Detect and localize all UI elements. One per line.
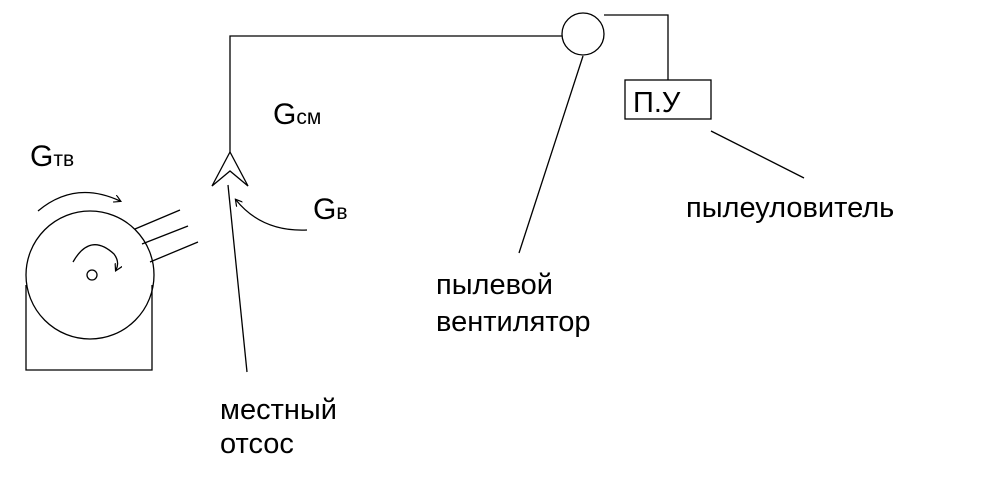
flow-label-g-v: Gв (313, 193, 348, 226)
exhaust-hood (211, 150, 249, 187)
wheel-rotation-arrow (72, 244, 118, 270)
dust-fan-label-line2: вентилятор (436, 306, 591, 338)
dust-jet-line-1 (134, 209, 181, 230)
flow-label-g-tv: Gтв (30, 140, 74, 173)
grinding-wheel (25, 210, 155, 340)
dust-collector-box (624, 79, 712, 120)
dust-jet-line-2 (141, 225, 189, 245)
dust-jet-line-3 (149, 241, 199, 263)
dust-fan (518, 12, 605, 254)
local-exhaust-pointer (227, 184, 248, 373)
local-exhaust-label-line2: отсос (220, 428, 294, 460)
machine (25, 191, 199, 371)
air-inflow-arrow (236, 200, 308, 231)
flow-label-g-cm: Gсм (273, 98, 321, 131)
dust-collector-label: пылеуловитель (686, 192, 894, 224)
dust-collector-pointer (710, 130, 805, 179)
dust-collector-box-label: П.У (633, 87, 681, 119)
dust-fan-circle (561, 12, 605, 56)
dust-collector: П.У (624, 79, 805, 179)
dust-fan-label-line1: пылевой (436, 269, 553, 301)
duct-line (229, 35, 562, 152)
machine-base (25, 285, 153, 371)
machine-rotation-arrow (37, 191, 120, 212)
local-exhaust-label-line1: местный (220, 394, 337, 426)
wheel-axle (86, 269, 98, 281)
duct-to-collector (604, 14, 669, 80)
dust-fan-pointer (518, 55, 584, 254)
exhaust-system (211, 14, 669, 373)
